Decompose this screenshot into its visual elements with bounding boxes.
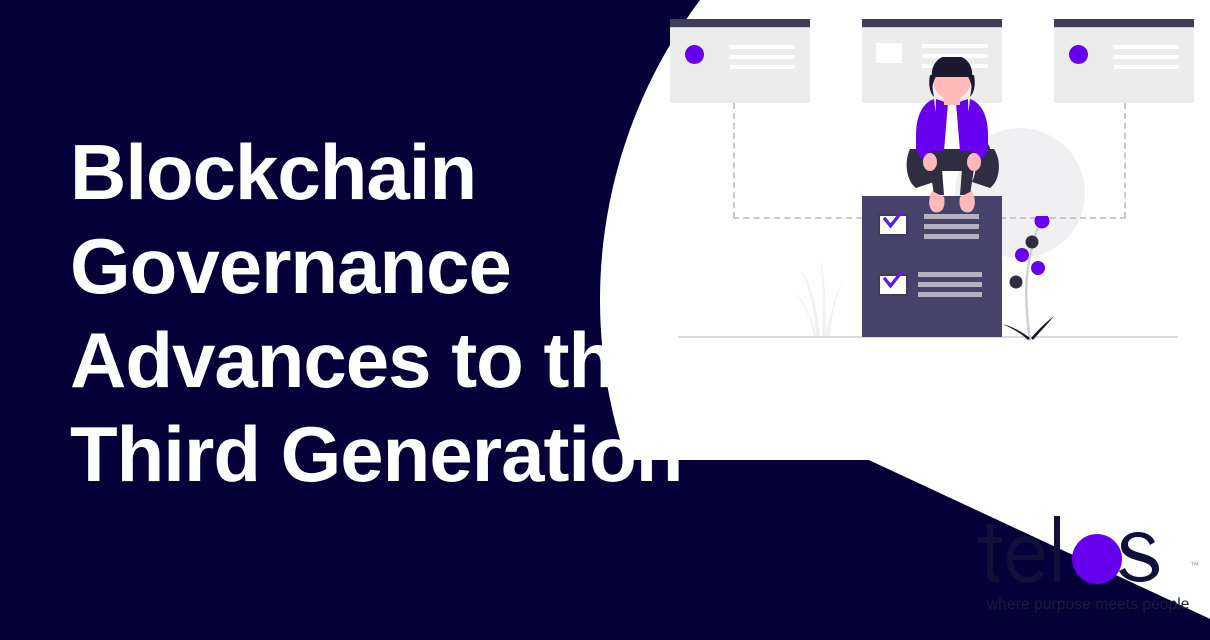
hero-illustration	[650, 0, 1210, 360]
card-text-line	[730, 55, 795, 59]
board-text-line	[924, 224, 979, 229]
illustration-card-center	[862, 19, 1002, 103]
card-text-line	[1114, 45, 1179, 49]
card-header-bar	[862, 19, 1002, 27]
board-text-line	[918, 282, 982, 287]
card-text-line	[1114, 65, 1179, 69]
card-header-bar	[670, 19, 810, 27]
illustration-card-left	[670, 19, 810, 103]
avatar-circle-icon	[1069, 45, 1088, 64]
card-header-bar	[1054, 19, 1194, 27]
checklist-board	[862, 196, 1002, 337]
card-text-line	[922, 44, 988, 48]
board-text-line	[918, 292, 982, 297]
card-text-line	[730, 45, 795, 49]
page-title: Blockchain Governance Advances to the Th…	[70, 128, 683, 498]
card-text-line	[922, 54, 988, 58]
ground-line	[678, 336, 1178, 338]
board-text-line	[924, 234, 979, 239]
connector-right-horizontal-icon	[990, 217, 1126, 219]
connector-left-vertical-icon	[733, 103, 735, 218]
connector-left-horizontal-icon	[733, 217, 883, 219]
checkbox-icon	[878, 212, 908, 236]
card-text-line	[1114, 55, 1179, 59]
plant-decoration	[1002, 216, 1054, 341]
avatar-square-icon	[876, 43, 902, 63]
checkbox-icon	[878, 272, 908, 296]
card-text-line	[730, 65, 795, 69]
avatar-circle-icon	[685, 45, 704, 64]
logo-tagline: where purpose meets people	[987, 596, 1190, 613]
illustration-card-right	[1054, 19, 1194, 103]
board-text-line	[924, 214, 979, 219]
board-text-line	[918, 272, 982, 277]
trademark-symbol: ™	[1190, 560, 1199, 570]
telos-wordmark-icon	[978, 516, 1159, 584]
grass-decoration-icon	[793, 254, 845, 338]
telos-logo[interactable]: ™ where purpose meets people	[975, 508, 1200, 628]
connector-right-vertical-icon	[1124, 103, 1126, 218]
person-illustration	[906, 57, 999, 213]
